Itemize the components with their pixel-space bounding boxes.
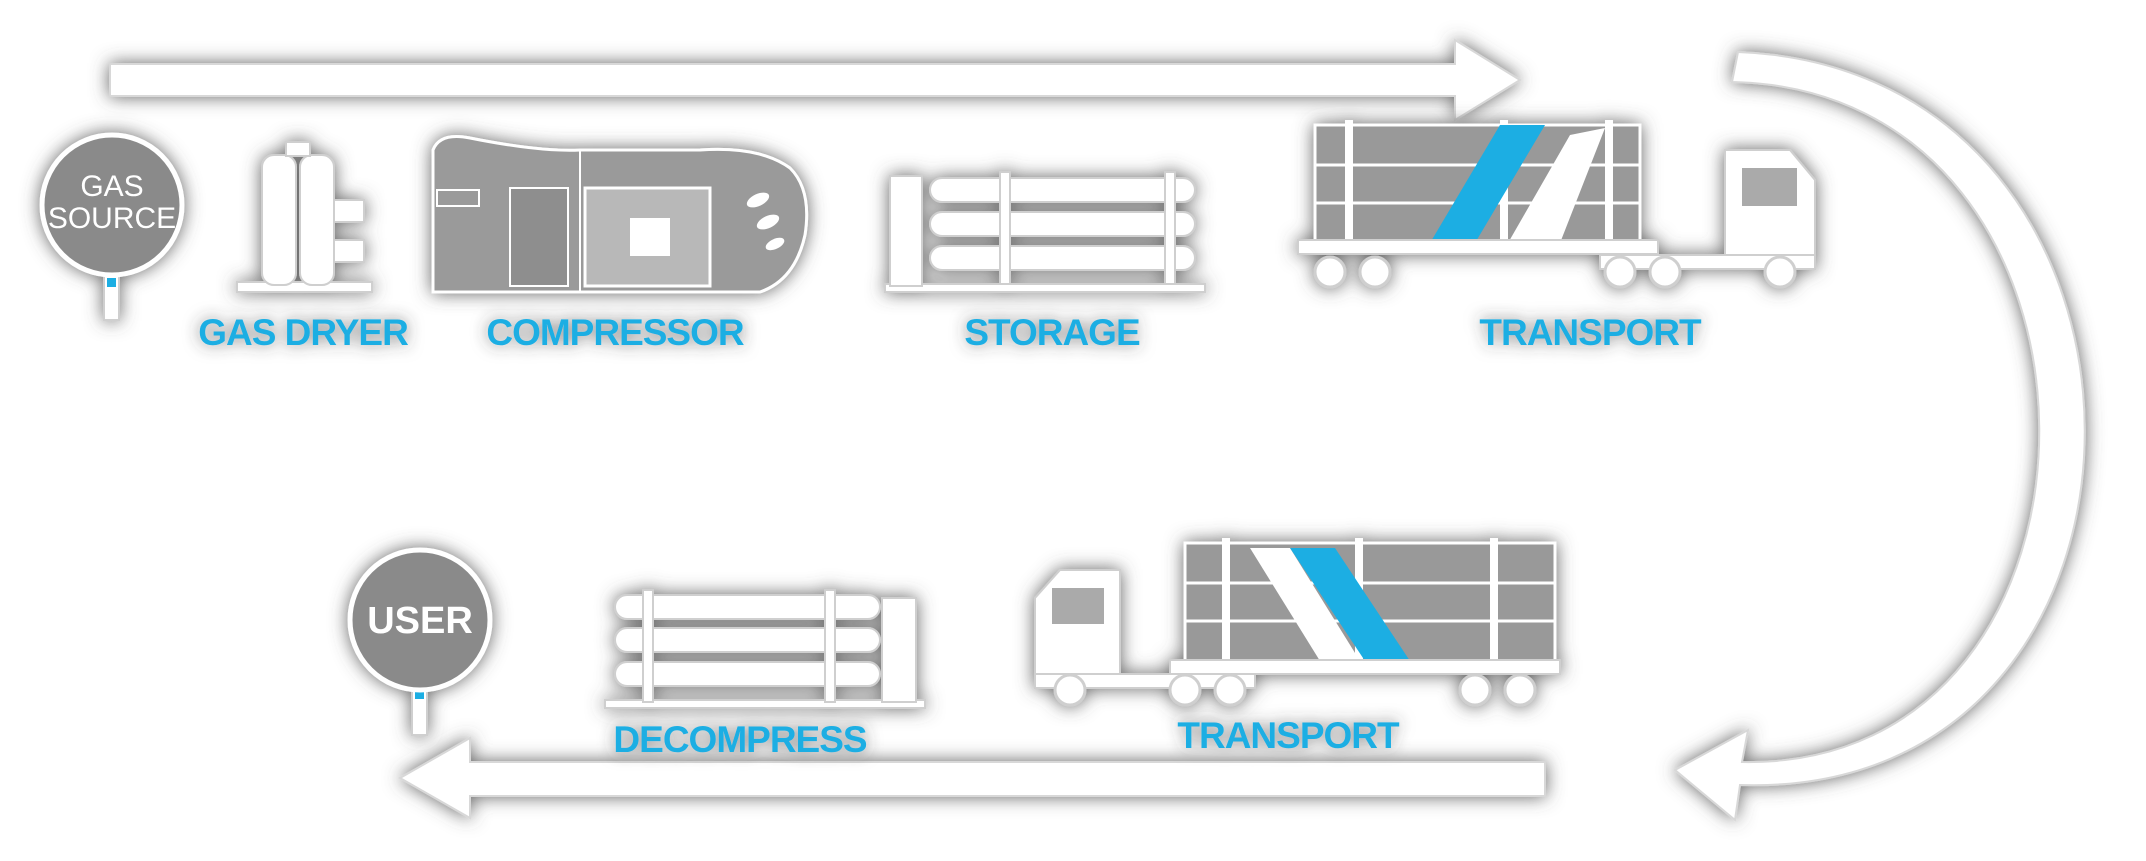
step-label-decompress: DECOMPRESS [613,719,866,760]
bottom-transport-truck [1034,538,1561,707]
user-label: USER [367,600,473,642]
gas-source-label-line2: SOURCE [48,202,176,235]
gas-source-label-line1: GAS [80,170,143,203]
decompression-station-icon [604,589,926,709]
sign-post-icon [347,547,493,693]
top-flow-arrow [109,38,1522,122]
step-label-gas-dryer: GAS DRYER [198,312,408,353]
user-sign: USER [347,547,493,736]
step-label-transport-top: TRANSPORT [1479,312,1702,353]
bottom-flow-arrow [397,736,1546,820]
top-transport-truck [1297,120,1816,289]
u-turn-arrow [1673,50,2086,822]
gas-source-sign: GAS SOURCE [39,132,185,321]
step-label-storage: STORAGE [964,312,1140,353]
gas-dryer-icon [236,141,373,293]
tube-storage-icon [884,171,1206,293]
tube-trailer-truck-icon [1034,538,1561,707]
tube-trailer-truck-icon [1297,120,1816,289]
sign-post-icon [39,132,185,278]
step-label-transport-bottom: TRANSPORT [1177,715,1400,756]
compressor-icon [431,135,809,294]
step-label-compressor: COMPRESSOR [486,312,744,353]
